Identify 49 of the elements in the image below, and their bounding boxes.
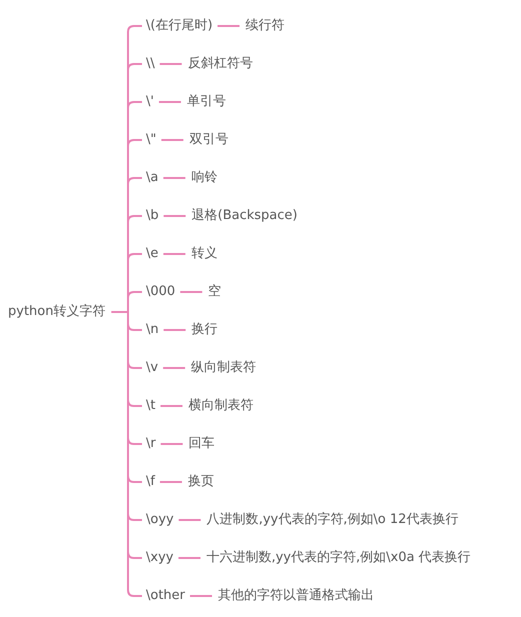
escape-sequence: \r xyxy=(146,436,156,452)
escape-sequence: \t xyxy=(146,398,156,414)
connector-line xyxy=(180,291,202,293)
connector-line xyxy=(161,139,184,141)
description: 反斜杠符号 xyxy=(188,56,253,72)
description: 续行符 xyxy=(246,18,285,34)
description: 退格(Backspace) xyxy=(192,208,298,224)
escape-sequence: \e xyxy=(146,246,158,262)
description: 横向制表符 xyxy=(188,398,254,414)
connector-line xyxy=(190,595,212,597)
root-topic: python转义字符 xyxy=(8,304,106,320)
connector-line xyxy=(163,253,186,255)
description: 响铃 xyxy=(191,170,218,186)
description: 其他的字符以普通格式输出 xyxy=(218,588,374,604)
connector-line xyxy=(160,443,183,445)
connector-line xyxy=(160,405,182,407)
connector-line xyxy=(160,481,182,483)
description: 空 xyxy=(208,284,222,300)
escape-sequence: \v xyxy=(146,360,158,376)
description: 单引号 xyxy=(186,94,226,110)
escape-sequence: \n xyxy=(146,322,159,338)
description: 双引号 xyxy=(189,132,228,148)
escape-sequence: \000 xyxy=(146,284,176,300)
connector-line xyxy=(163,177,186,179)
escape-sequence: \" xyxy=(146,132,156,148)
connector-line xyxy=(164,329,186,331)
connector-line xyxy=(178,557,200,559)
escape-sequence: \other xyxy=(146,588,186,604)
description: 纵向制表符 xyxy=(191,360,256,376)
connector-line xyxy=(160,63,182,65)
escape-sequence: \xyy xyxy=(146,550,174,566)
escape-sequence: \a xyxy=(146,170,158,186)
connector-line xyxy=(163,367,186,369)
escape-sequence: \' xyxy=(146,94,154,110)
description: 回车 xyxy=(188,436,215,452)
escape-sequence: \b xyxy=(146,208,159,224)
description: 转义 xyxy=(191,246,218,262)
description: 换行 xyxy=(192,322,218,338)
escape-sequence: \f xyxy=(146,474,155,490)
description: 八进制数,yy代表的字符,例如\o 12代表换行 xyxy=(206,512,458,528)
connector-line xyxy=(178,519,201,521)
connector-line xyxy=(164,215,186,217)
description: 换页 xyxy=(188,474,214,490)
description: 十六进制数,yy代表的字符,例如\x0a 代表换行 xyxy=(206,550,471,566)
connector-line xyxy=(218,25,240,27)
escape-sequence: \oyy xyxy=(146,512,174,528)
connector-line xyxy=(158,101,181,103)
escape-sequence: \\ xyxy=(146,56,155,72)
escape-sequence: \(在行尾时) xyxy=(146,18,213,34)
